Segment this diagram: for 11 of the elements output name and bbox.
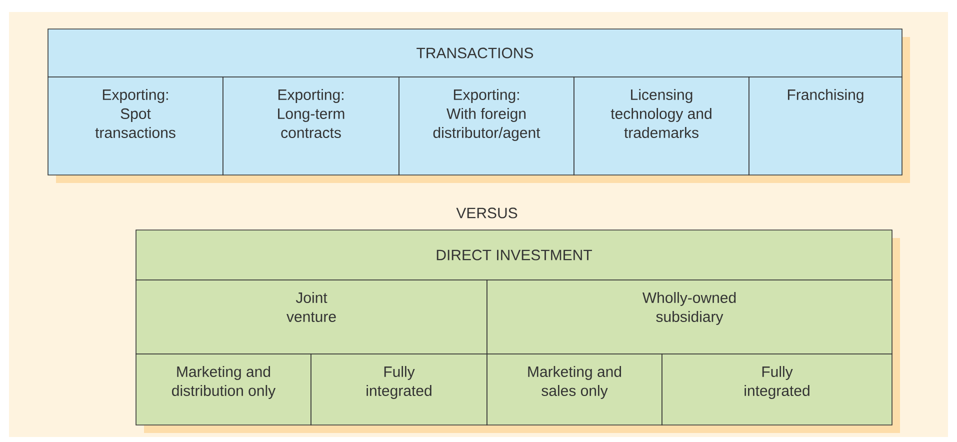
table-cell: Exporting: Long-term contracts — [222, 76, 400, 176]
table-cell: Fully integrated — [662, 354, 892, 426]
table-cell: Exporting: With foreign distributor/agent — [398, 76, 574, 176]
table-cell: Marketing and sales only — [486, 354, 662, 426]
label: VERSUS — [456, 208, 518, 218]
header-cell: DIRECT INVESTMENT — [136, 230, 892, 280]
table-cell: Licensing technology and trademarks — [574, 76, 750, 176]
table-cell: Exporting: Spot transactions — [48, 76, 224, 176]
table-cell: Franchising — [748, 76, 902, 176]
table-cell: Marketing and distribution only — [136, 354, 312, 426]
table-cell: Fully integrated — [310, 354, 488, 426]
